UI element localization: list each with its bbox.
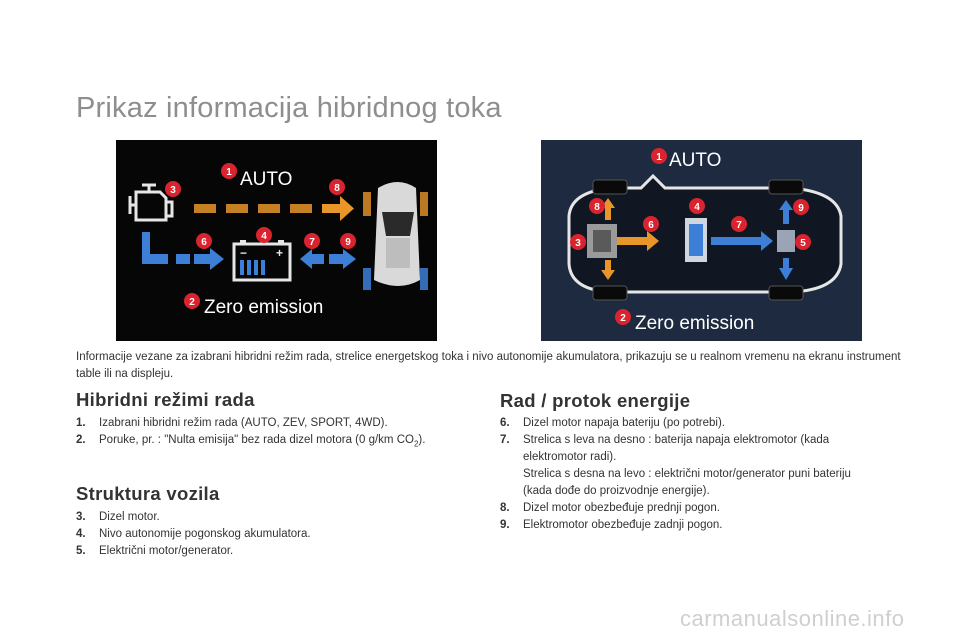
marker-3: 3 [165, 181, 181, 197]
marker-7: 7 [304, 233, 320, 249]
watermark: carmanualsonline.info [680, 606, 905, 631]
section-heading-vehicle-structure: Struktura vozila [76, 483, 220, 504]
list-item: 2. Poruke, pr. : "Nulta emisija" bez rad… [76, 432, 466, 452]
item-number: 2. [76, 434, 86, 446]
energy-flow-list: 6. Dizel motor napaja bateriju (po potre… [500, 415, 870, 534]
message-label: Zero emission [204, 297, 323, 318]
item-number: 9. [500, 519, 510, 531]
vehicle-structure-list: 3. Dizel motor. 4. Nivo autonomije pogon… [76, 509, 466, 560]
marker-8: 8 [329, 179, 345, 195]
marker-2: 2 [615, 309, 631, 325]
wheels [592, 179, 804, 301]
svg-text:6: 6 [201, 237, 207, 248]
svg-text:7: 7 [309, 237, 315, 248]
item-text: Izabrani hibridni režim rada (AUTO, ZEV,… [99, 417, 388, 429]
svg-text:2: 2 [189, 297, 195, 308]
list-item: 3. Dizel motor. [76, 509, 466, 526]
marker-4: 4 [256, 227, 272, 243]
hybrid-display-car: 1 8 3 6 4 7 9 5 2 AUTO Zero emission [541, 140, 862, 341]
marker-6: 6 [643, 216, 659, 232]
marker-5: 5 [795, 234, 811, 250]
svg-text:4: 4 [694, 202, 700, 213]
item-text-before: Poruke, pr. : "Nulta emisija" bez rada d… [99, 434, 414, 446]
list-item: 7. Strelica s leva na desno : baterija n… [500, 432, 870, 500]
item-number: 3. [76, 511, 86, 523]
engine-block-icon [587, 224, 617, 258]
blue-flow-arrows [711, 200, 793, 280]
electric-motor-icon [777, 230, 795, 252]
marker-7: 7 [731, 216, 747, 232]
hybrid-display-schematic: − + 1 3 8 6 4 [116, 140, 437, 341]
item-subscript: 2 [413, 439, 419, 449]
item-number: 5. [76, 545, 86, 557]
svg-text:8: 8 [334, 183, 340, 194]
list-item: 8. Dizel motor obezbeđuje prednji pogon. [500, 500, 870, 517]
item-number: 7. [500, 434, 510, 446]
hybrid-modes-list: 1. Izabrani hibridni režim rada (AUTO, Z… [76, 415, 466, 452]
item-text: Nivo autonomije pogonskog akumulatora. [99, 528, 311, 540]
marker-1: 1 [651, 148, 667, 164]
item-text: Dizel motor. [99, 511, 160, 523]
svg-text:8: 8 [594, 202, 600, 213]
orange-flow-arrows [601, 198, 659, 280]
svg-text:6: 6 [648, 220, 654, 231]
orange-flow-arrows-top [194, 196, 354, 221]
svg-text:9: 9 [345, 237, 351, 248]
item-text: Dizel motor obezbeđuje prednji pogon. [523, 502, 720, 514]
item-text: Dizel motor napaja bateriju (po potrebi)… [523, 417, 725, 429]
marker-8: 8 [589, 198, 605, 214]
svg-text:+: + [276, 246, 283, 260]
list-item: 5. Električni motor/generator. [76, 543, 466, 560]
item-text: Strelica s leva na desno : baterija napa… [523, 434, 830, 463]
marker-9: 9 [793, 199, 809, 215]
svg-text:7: 7 [736, 220, 742, 231]
list-item: 1. Izabrani hibridni režim rada (AUTO, Z… [76, 415, 466, 432]
blue-wheel-bars [363, 268, 428, 290]
intro-paragraph: Informacije vezane za izabrani hibridni … [76, 351, 901, 380]
blue-flow-path [142, 232, 224, 270]
svg-text:5: 5 [800, 238, 806, 249]
item-text: Električni motor/generator. [99, 545, 234, 557]
item-text-after: ). [418, 434, 426, 446]
item-number: 8. [500, 502, 510, 514]
svg-text:3: 3 [575, 238, 581, 249]
section-heading-hybrid-modes: Hibridni režimi rada [76, 389, 255, 410]
list-item: 9. Elektromotor obezbeđuje zadnji pogon. [500, 517, 870, 534]
marker-badges: 1 8 3 6 4 7 9 5 2 [570, 148, 811, 325]
section-heading-energy-flow: Rad / protok energije [500, 390, 691, 411]
marker-9: 9 [340, 233, 356, 249]
diesel-engine-icon [128, 183, 174, 222]
list-item: 6. Dizel motor napaja bateriju (po potre… [500, 415, 870, 432]
marker-6: 6 [196, 233, 212, 249]
item-text: Elektromotor obezbeđuje zadnji pogon. [523, 519, 723, 531]
mode-label: AUTO [669, 150, 721, 171]
bidirectional-flow-arrow [300, 249, 356, 269]
list-item: 4. Nivo autonomije pogonskog akumulatora… [76, 526, 466, 543]
battery-pack-icon [685, 218, 707, 262]
page-title: Prikaz informacija hibridnog toka [76, 92, 502, 124]
battery-icon: − + [232, 240, 292, 282]
svg-text:2: 2 [620, 313, 626, 324]
mode-label: AUTO [240, 169, 292, 190]
marker-badges: 1 3 8 6 4 7 9 2 [165, 163, 356, 309]
message-label: Zero emission [635, 313, 754, 334]
marker-1: 1 [221, 163, 237, 179]
item-continuation: Strelica s desna na levo : električni mo… [523, 468, 851, 497]
orange-wheel-bars [363, 192, 428, 216]
svg-text:4: 4 [261, 231, 267, 242]
marker-3: 3 [570, 234, 586, 250]
svg-text:−: − [240, 246, 247, 260]
marker-2: 2 [184, 293, 200, 309]
item-number: 4. [76, 528, 86, 540]
item-number: 1. [76, 417, 86, 429]
svg-text:9: 9 [798, 203, 804, 214]
svg-text:3: 3 [170, 185, 176, 196]
item-number: 6. [500, 417, 510, 429]
car-top-view-icon [374, 182, 420, 286]
svg-text:1: 1 [656, 152, 662, 163]
svg-text:1: 1 [226, 167, 232, 178]
marker-4: 4 [689, 198, 705, 214]
